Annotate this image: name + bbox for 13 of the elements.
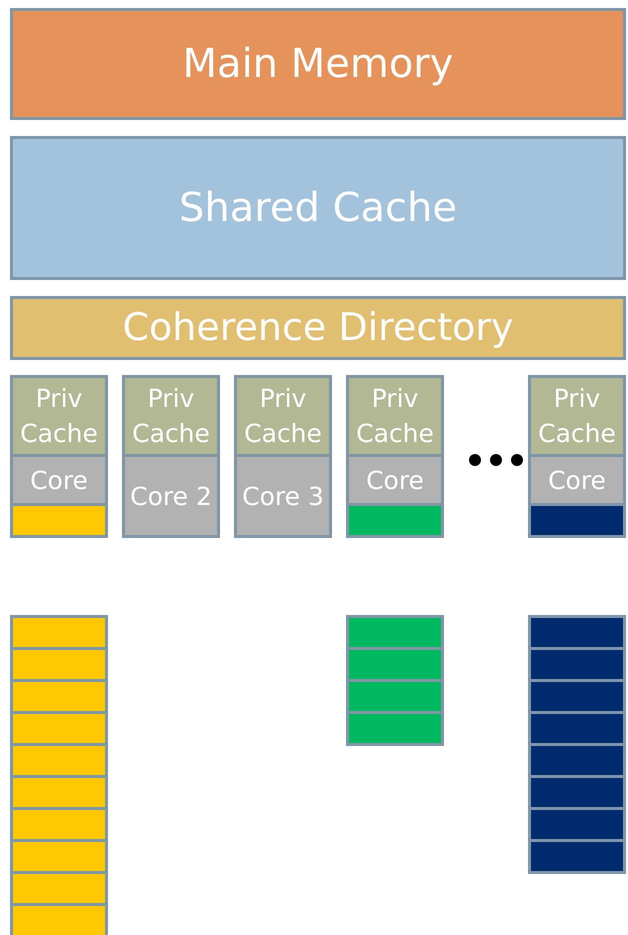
core-block: Core 3	[237, 457, 329, 535]
cache-block: Shared Cache	[10, 136, 626, 280]
private-cache-block: Priv Cache	[125, 378, 217, 454]
core-block: Core	[349, 457, 441, 503]
private-cache-block: Priv Cache	[13, 378, 105, 454]
private-cache-block: Priv Cache	[349, 378, 441, 454]
private-cache-block: Priv Cache	[237, 378, 329, 454]
directory-block: Coherence Directory	[10, 296, 626, 360]
core-block: Core	[13, 457, 105, 503]
core-block: Core	[531, 457, 623, 503]
core-block: Core 2	[125, 457, 217, 535]
memory-block: Main Memory	[10, 8, 626, 120]
private-cache-block: Priv Cache	[531, 378, 623, 454]
